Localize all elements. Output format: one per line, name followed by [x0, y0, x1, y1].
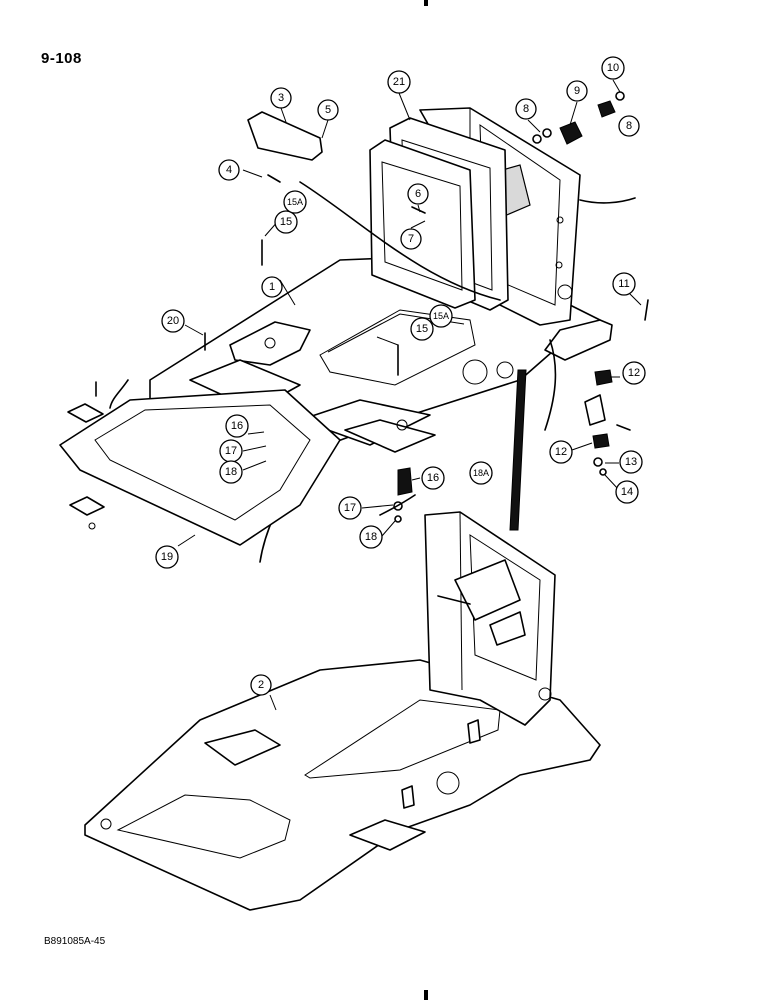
svg-text:4: 4 [226, 164, 232, 176]
callout-4: 4 [218, 159, 240, 181]
callout-8-right: 8 [618, 115, 640, 137]
svg-text:9: 9 [574, 85, 580, 97]
svg-text:17: 17 [344, 502, 356, 514]
svg-text:8: 8 [523, 103, 529, 115]
callout-13: 13 [619, 450, 643, 474]
top-register-mark [424, 0, 428, 6]
svg-text:18: 18 [225, 466, 237, 478]
svg-text:6: 6 [415, 188, 421, 200]
callout-18a: 18A [469, 461, 493, 485]
callout-20: 20 [161, 309, 185, 333]
callout-15-upper: 15 [274, 210, 298, 234]
lower-platform [84, 659, 601, 911]
svg-text:15A: 15A [287, 197, 303, 207]
lower-seat-panel [424, 511, 556, 726]
cover-plate [247, 111, 323, 161]
floor-mat [59, 389, 341, 546]
svg-text:12: 12 [628, 367, 640, 379]
svg-text:2: 2 [258, 679, 264, 691]
callout-11: 11 [612, 272, 636, 296]
callout-15-lower: 15 [410, 317, 434, 341]
svg-text:15: 15 [280, 216, 292, 228]
callout-18-right: 18 [359, 525, 383, 549]
figure-code: B891085A-45 [44, 936, 106, 947]
leader-lines [177, 79, 642, 711]
callout-12-lower: 12 [549, 440, 573, 464]
svg-text:16: 16 [427, 472, 439, 484]
svg-text:15A: 15A [433, 311, 449, 321]
callout-15a-lower: 15A [429, 304, 453, 328]
callout-14: 14 [615, 480, 639, 504]
svg-text:18A: 18A [473, 468, 489, 478]
svg-text:21: 21 [393, 76, 405, 88]
callout-3: 3 [270, 87, 292, 109]
bottom-register-mark [424, 990, 428, 1000]
svg-text:15: 15 [416, 323, 428, 335]
callout-21: 21 [387, 70, 411, 94]
callout-1: 1 [261, 276, 283, 298]
seal-strip [509, 369, 527, 531]
callout-5: 5 [317, 99, 339, 121]
svg-text:17: 17 [225, 445, 237, 457]
page-number: 9-108 [41, 50, 82, 67]
bolts [95, 174, 649, 431]
svg-text:8: 8 [626, 120, 632, 132]
svg-text:5: 5 [325, 104, 331, 116]
callout-6: 6 [407, 183, 429, 205]
callout-10: 10 [601, 56, 625, 80]
callout-8-upper: 8 [515, 98, 537, 120]
callout-16-right: 16 [421, 466, 445, 490]
callout-2: 2 [250, 674, 272, 696]
svg-text:20: 20 [167, 315, 179, 327]
panel-frame [369, 117, 509, 311]
callout-19: 19 [155, 545, 179, 569]
callout-18-left: 18 [219, 460, 243, 484]
svg-text:3: 3 [278, 92, 284, 104]
callout-15a-upper: 15A [283, 190, 307, 214]
svg-text:13: 13 [625, 456, 637, 468]
svg-text:7: 7 [408, 233, 414, 245]
svg-text:19: 19 [161, 551, 173, 563]
callout-12-upper: 12 [622, 361, 646, 385]
svg-text:10: 10 [607, 62, 619, 74]
callout-17-left: 17 [219, 439, 243, 463]
svg-text:14: 14 [621, 486, 633, 498]
svg-text:16: 16 [231, 420, 243, 432]
callout-9: 9 [566, 80, 588, 102]
callout-7: 7 [400, 228, 422, 250]
svg-text:11: 11 [618, 278, 629, 290]
svg-text:1: 1 [269, 281, 275, 293]
callout-17-right: 17 [338, 496, 362, 520]
callout-16-left: 16 [225, 414, 249, 438]
svg-text:12: 12 [555, 446, 567, 458]
svg-text:18: 18 [365, 531, 377, 543]
